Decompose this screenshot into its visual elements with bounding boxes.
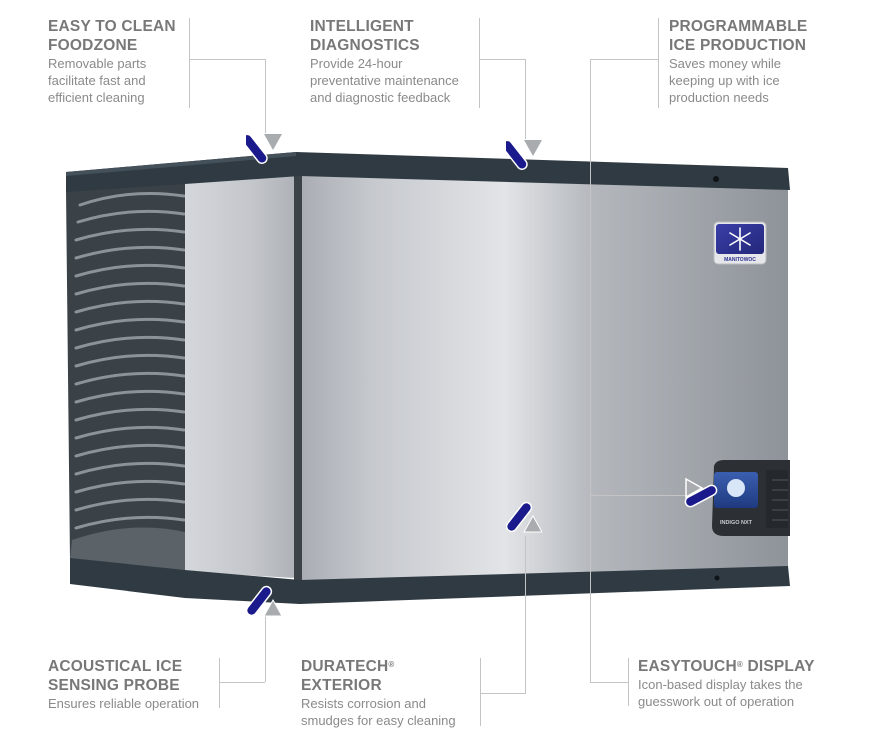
- callout-line: [480, 693, 525, 694]
- callout-line: [265, 59, 266, 133]
- callout-programmable-ice-production: PROGRAMMABLE ICE PRODUCTION Saves money …: [669, 17, 859, 106]
- callout-title-text: EASYTOUCH: [638, 658, 737, 675]
- callout-title: INTELLIGENT: [310, 18, 414, 35]
- registered-mark: ®: [388, 660, 395, 669]
- callout-desc: Saves money while: [669, 56, 781, 71]
- callout-title: EXTERIOR: [301, 677, 382, 694]
- callout-line: [525, 536, 526, 694]
- callout-title: EASY TO CLEAN: [48, 18, 176, 35]
- callout-desc: Ensures reliable operation: [48, 696, 200, 711]
- callout-line: [189, 18, 190, 108]
- door-seam: [294, 172, 302, 586]
- callout-desc: smudges for easy cleaning: [301, 713, 456, 728]
- callout-line: [590, 59, 591, 683]
- callout-desc: preventative maintenance: [310, 73, 459, 88]
- callout-line: [628, 658, 629, 706]
- marker-down-diagnostics[interactable]: [506, 136, 542, 172]
- callout-desc: Resists corrosion and: [301, 696, 426, 711]
- callout-desc: guesswork out of operation: [638, 694, 795, 709]
- front-steel-panel: [300, 174, 788, 584]
- callout-desc: keeping up with ice: [669, 73, 780, 88]
- callout-title: ICE PRODUCTION: [669, 37, 807, 54]
- callout-line: [480, 658, 481, 726]
- manitowoc-logo: MANITOWOC: [713, 221, 767, 265]
- callout-title-text: DURATECH: [301, 658, 389, 675]
- marker-up-duratech[interactable]: [506, 500, 542, 536]
- callout-desc: and diagnostic feedback: [310, 90, 451, 105]
- callout-title: PROGRAMMABLE: [669, 18, 808, 35]
- callout-desc: Removable parts: [48, 56, 147, 71]
- callout-desc: facilitate fast and: [48, 73, 146, 88]
- marker-down-easy-clean[interactable]: [246, 130, 282, 166]
- callout-desc: efficient cleaning: [48, 90, 145, 105]
- callout-title: EASYTOUCH® DISPLAY: [638, 657, 838, 676]
- callout-easy-to-clean: EASY TO CLEAN FOODZONE Removable parts f…: [48, 17, 188, 106]
- callout-line: [189, 59, 265, 60]
- marker-right-easytouch[interactable]: [684, 477, 720, 513]
- registered-mark: ®: [736, 660, 743, 669]
- easytouch-display: INDIGO NXT: [712, 460, 790, 536]
- callout-line: [219, 682, 265, 683]
- callout-line: [590, 682, 628, 683]
- callout-title: SENSING PROBE: [48, 677, 180, 694]
- callout-line: [590, 495, 686, 496]
- callout-title-text: DISPLAY: [742, 658, 815, 675]
- callout-line: [265, 616, 266, 682]
- snowflake-icon: [729, 227, 751, 251]
- callout-intelligent-diagnostics: INTELLIGENT DIAGNOSTICS Provide 24-hour …: [310, 17, 480, 106]
- top-trim: [66, 152, 790, 192]
- callout-title: DURATECH®: [301, 657, 481, 676]
- callout-line: [219, 658, 220, 708]
- side-vent-panel: [66, 182, 186, 570]
- svg-text:INDIGO NXT: INDIGO NXT: [720, 520, 753, 526]
- callout-desc: Icon-based display takes the: [638, 677, 803, 692]
- callout-line: [590, 59, 658, 60]
- callout-line: [658, 18, 659, 108]
- callout-acoustical-probe: ACOUSTICAL ICE SENSING PROBE Ensures rel…: [48, 657, 218, 712]
- callout-desc: Provide 24-hour: [310, 56, 403, 71]
- callout-title: DIAGNOSTICS: [310, 37, 420, 54]
- bottom-trim: [70, 558, 790, 604]
- marker-up-acoustical[interactable]: [246, 584, 282, 620]
- callout-line: [479, 18, 480, 108]
- callout-easytouch-display: EASYTOUCH® DISPLAY Icon-based display ta…: [638, 657, 838, 710]
- svg-text:MANITOWOC: MANITOWOC: [724, 257, 756, 263]
- callout-title: ACOUSTICAL ICE: [48, 658, 183, 675]
- callout-duratech-exterior: DURATECH® EXTERIOR Resists corrosion and…: [301, 657, 481, 729]
- side-steel-panel: [185, 176, 296, 578]
- callout-title: FOODZONE: [48, 37, 138, 54]
- callout-line: [479, 59, 525, 60]
- callout-desc: production needs: [669, 90, 769, 105]
- callout-line: [525, 59, 526, 139]
